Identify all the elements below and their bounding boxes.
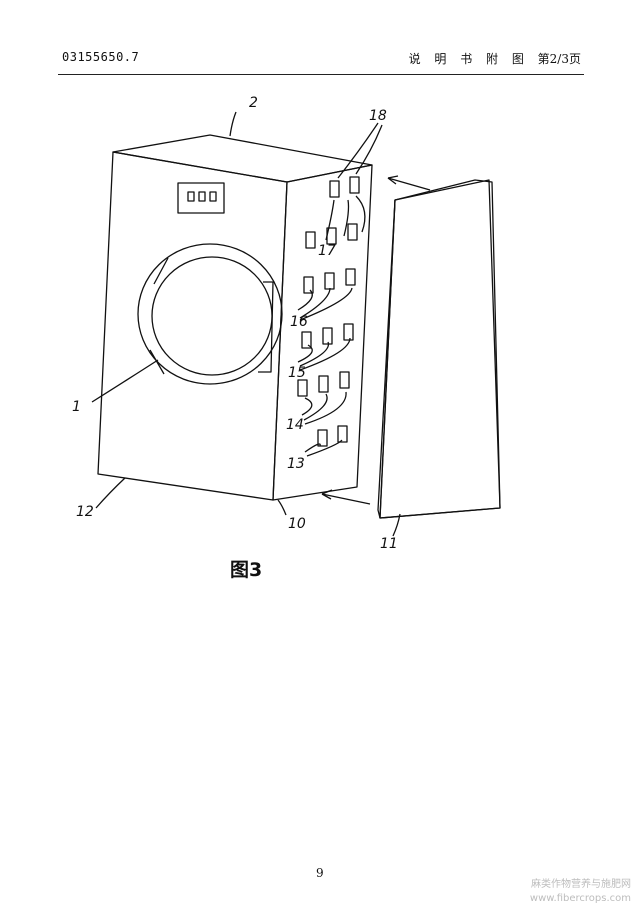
ref-10: 10	[288, 516, 306, 532]
section-title: 说 明 书 附 图 第2/3页	[409, 50, 581, 67]
ref-14: 14	[286, 417, 304, 433]
ref-2: 2	[249, 95, 258, 111]
section-title-text: 说 明 书 附 图	[408, 52, 529, 66]
door-window	[151, 256, 273, 376]
display-button-2	[198, 191, 206, 202]
watermark-line1: 麻类作物营养与施肥网	[531, 879, 631, 890]
header-rule	[58, 74, 584, 75]
control-display	[177, 182, 225, 214]
cover-panel-face	[379, 179, 501, 519]
page-of: 第2/3页	[537, 52, 581, 66]
door-hinge	[149, 257, 274, 375]
display-button-1	[187, 191, 195, 202]
ref-17: 17	[318, 243, 336, 259]
display-button-3	[209, 191, 217, 202]
socket-grid	[297, 176, 360, 447]
page-number: 9	[316, 866, 324, 880]
watermark: 麻类作物营养与施肥网 www.fibercrops.com	[530, 878, 631, 906]
figure-caption: 图3	[230, 559, 263, 581]
ref-12: 12	[76, 504, 94, 520]
ref-1: 1	[72, 399, 81, 415]
arrow-top	[387, 177, 431, 191]
ref-16: 16	[290, 314, 308, 330]
cover-panel	[377, 179, 501, 519]
cabinet-front	[97, 151, 288, 501]
ref-13: 13	[287, 456, 305, 472]
ref-15: 15	[288, 365, 306, 381]
arrow-bottom	[321, 493, 371, 505]
watermark-line2: www.fibercrops.com	[529, 893, 631, 904]
ref-18: 18	[369, 108, 387, 124]
door-outer-ring	[137, 243, 283, 385]
ref-11: 11	[380, 536, 398, 552]
application-number: 03155650.7	[62, 50, 140, 64]
